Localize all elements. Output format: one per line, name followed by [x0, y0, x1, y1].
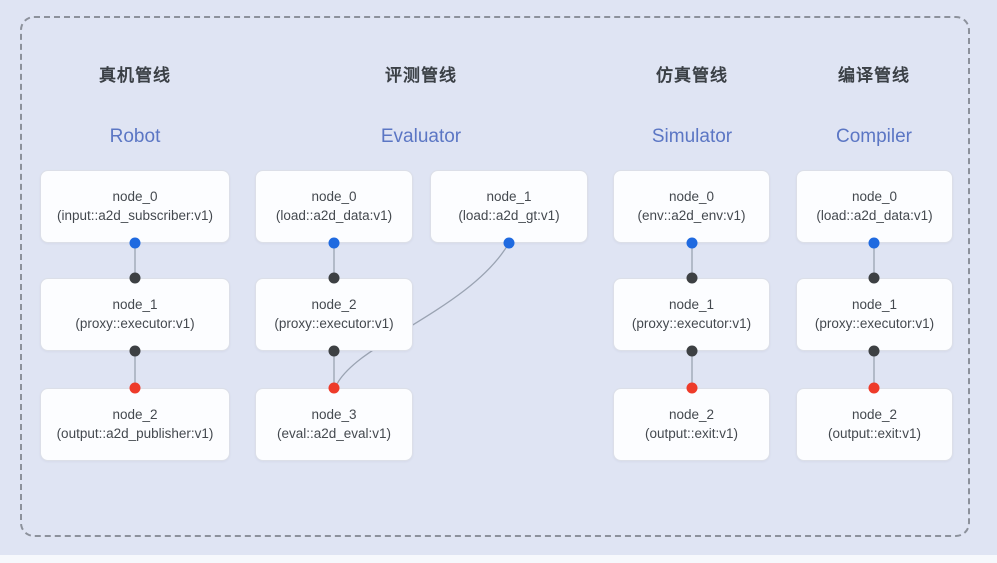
node-type: (proxy::executor:v1) — [814, 316, 935, 331]
node-id: node_2 — [311, 297, 357, 312]
node-type: (proxy::executor:v1) — [631, 316, 752, 331]
node-box-compiler-node2: node_2 (output::exit:v1) — [796, 388, 953, 461]
title-en-compiler: Compiler — [835, 126, 913, 147]
title-cn-robot: 真机管线 — [99, 66, 171, 85]
node-box-evaluator-node3: node_3 (eval::a2d_eval:v1) — [255, 388, 413, 461]
node-type: (output::a2d_publisher:v1) — [56, 426, 214, 441]
node-type: (proxy::executor:v1) — [75, 316, 195, 331]
title-cn-evaluator: 评测管线 — [385, 66, 457, 85]
title-cn-compiler: 编译管线 — [838, 66, 910, 85]
node-box-evaluator-node0: node_0 (load::a2d_data:v1) — [255, 170, 413, 243]
node-box-simulator-node0: node_0 (env::a2d_env:v1) — [613, 170, 770, 243]
node-box-robot-node2: node_2 (output::a2d_publisher:v1) — [40, 388, 230, 461]
node-id: node_1 — [668, 297, 715, 312]
title-en-simulator: Simulator — [651, 126, 733, 147]
node-box-compiler-node0: node_0 (load::a2d_data:v1) — [796, 170, 953, 243]
node-box-robot-node1: node_1 (proxy::executor:v1) — [40, 278, 230, 351]
node-box-simulator-node2: node_2 (output::exit:v1) — [613, 388, 770, 461]
node-box-evaluator-node1: node_1 (load::a2d_gt:v1) — [430, 170, 588, 243]
node-type: (proxy::executor:v1) — [274, 316, 394, 331]
node-box-evaluator-node2: node_2 (proxy::executor:v1) — [255, 278, 413, 351]
node-id: node_0 — [851, 189, 898, 204]
node-id: node_0 — [668, 189, 715, 204]
node-type: (load::a2d_gt:v1) — [458, 208, 560, 223]
node-id: node_2 — [668, 407, 715, 422]
title-cn-simulator: 仿真管线 — [656, 66, 728, 85]
node-type: (output::exit:v1) — [644, 426, 739, 441]
node-id: node_1 — [486, 189, 532, 204]
title-en-robot: Robot — [109, 126, 161, 147]
node-id: node_1 — [112, 297, 158, 312]
node-type: (env::a2d_env:v1) — [637, 208, 746, 223]
node-box-robot-node0: node_0 (input::a2d_subscriber:v1) — [40, 170, 230, 243]
node-box-compiler-node1: node_1 (proxy::executor:v1) — [796, 278, 953, 351]
node-id: node_3 — [311, 407, 357, 422]
node-type: (load::a2d_data:v1) — [816, 208, 933, 223]
node-type: (eval::a2d_eval:v1) — [276, 426, 392, 441]
node-id: node_2 — [112, 407, 158, 422]
node-id: node_0 — [311, 189, 357, 204]
title-en-evaluator: Evaluator — [380, 126, 462, 147]
bottom-strip — [0, 555, 997, 563]
node-box-simulator-node1: node_1 (proxy::executor:v1) — [613, 278, 770, 351]
node-id: node_1 — [851, 297, 898, 312]
node-type: (input::a2d_subscriber:v1) — [56, 208, 214, 223]
dashed-frame — [20, 16, 970, 537]
node-id: node_0 — [112, 189, 158, 204]
node-id: node_2 — [851, 407, 898, 422]
node-type: (output::exit:v1) — [827, 426, 922, 441]
node-type: (load::a2d_data:v1) — [275, 208, 393, 223]
